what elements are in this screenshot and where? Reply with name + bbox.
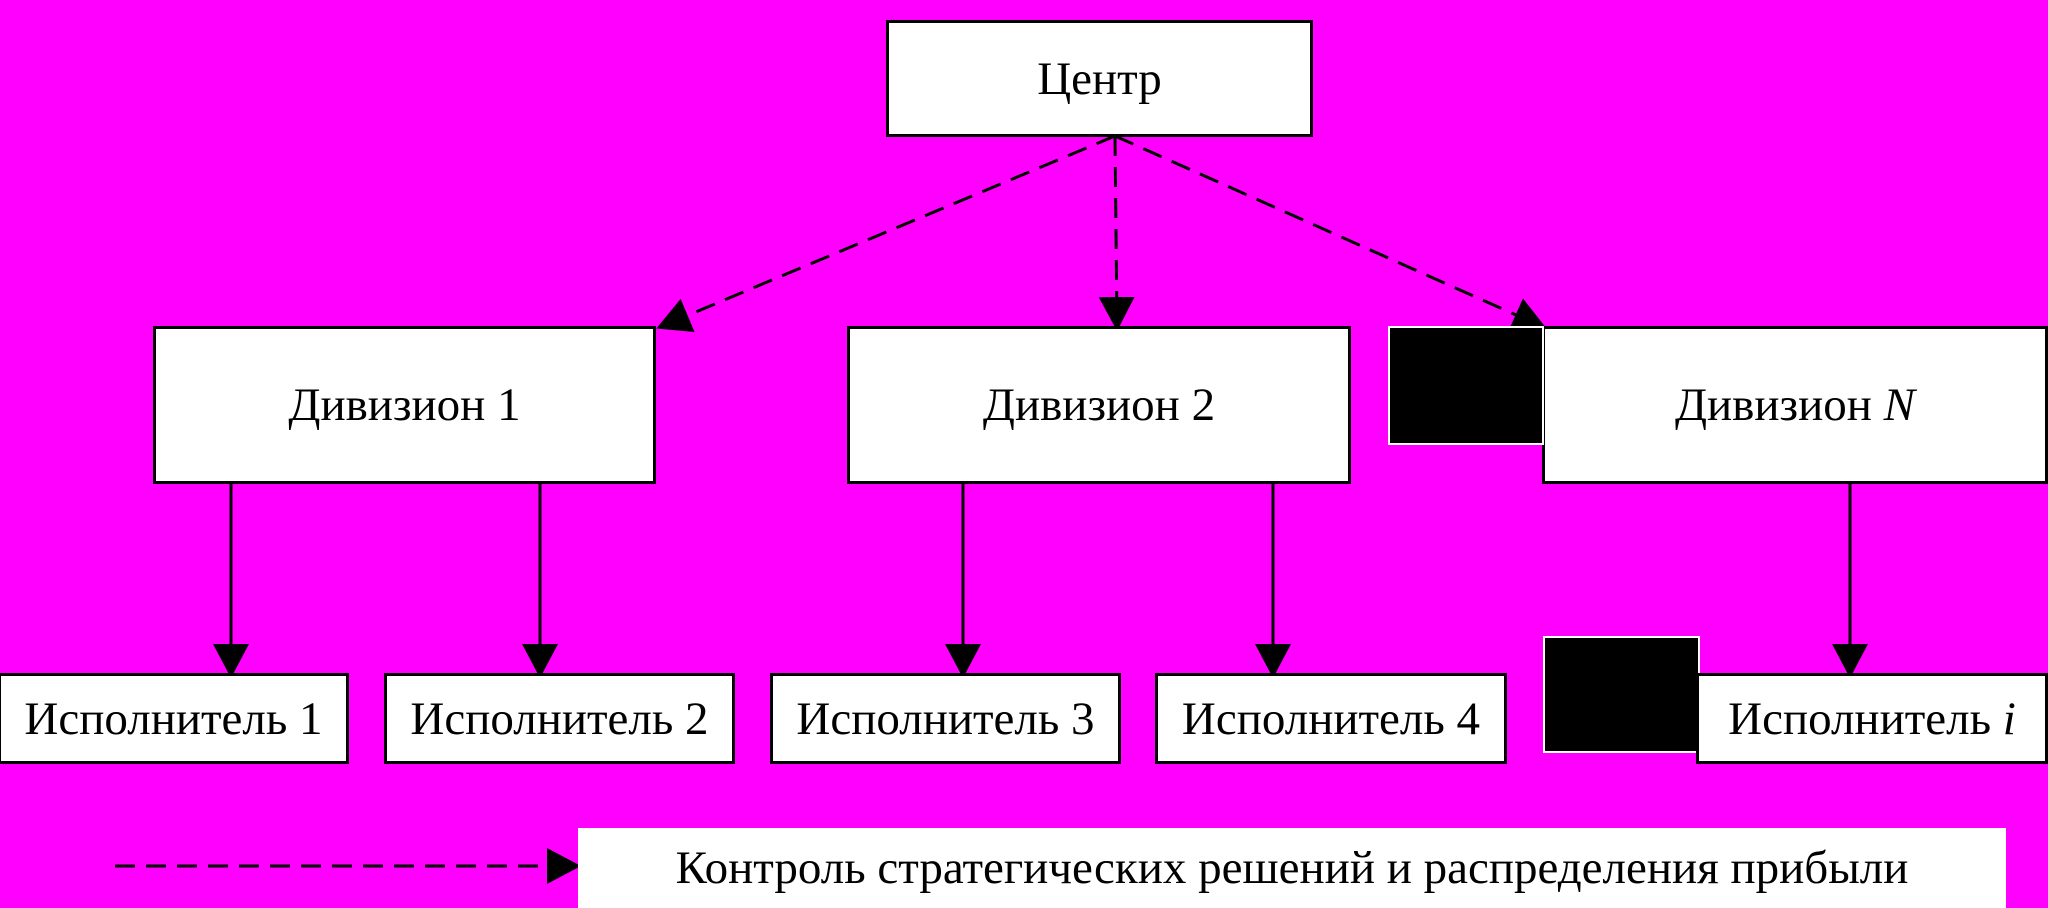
dashed-arrow-to-division-n	[1114, 134, 1547, 332]
executor-3-box: Исполнитель 3	[770, 673, 1121, 764]
executor-2-box: Исполнитель 2	[384, 673, 735, 764]
executor-4-box: Исполнитель 4	[1155, 673, 1507, 764]
executor-1-box: Исполнитель 1	[0, 673, 349, 764]
division-1-box: Дивизион 1	[153, 326, 656, 484]
black-block-upper	[1388, 326, 1544, 445]
black-block-lower	[1543, 636, 1700, 753]
executor-3-label: Исполнитель 3	[796, 692, 1095, 745]
executor-i-label: Исполнитель i	[1728, 692, 2016, 745]
dashed-arrow-to-division-1	[656, 134, 1116, 332]
executor-4-label: Исполнитель 4	[1181, 692, 1481, 745]
dashed-arrow-to-division-2	[1098, 135, 1135, 331]
division-n-box: Дивизион N	[1542, 326, 2048, 484]
executor-2-label: Исполнитель 2	[410, 692, 709, 745]
division-1-label: Дивизион 1	[288, 379, 521, 431]
executor-i-box: Исполнитель i	[1696, 673, 2048, 764]
center-label: Центр	[1037, 52, 1162, 105]
legend-text: Контроль стратегических решений и распре…	[675, 842, 1909, 894]
division-n-label: Дивизион N	[1674, 379, 1916, 431]
executor-1-label: Исполнитель 1	[24, 692, 323, 745]
division-2-label: Дивизион 2	[982, 379, 1216, 431]
center-box: Центр	[886, 20, 1313, 137]
division-2-box: Дивизион 2	[847, 326, 1351, 484]
legend-label-box: Контроль стратегических решений и распре…	[578, 828, 2006, 908]
